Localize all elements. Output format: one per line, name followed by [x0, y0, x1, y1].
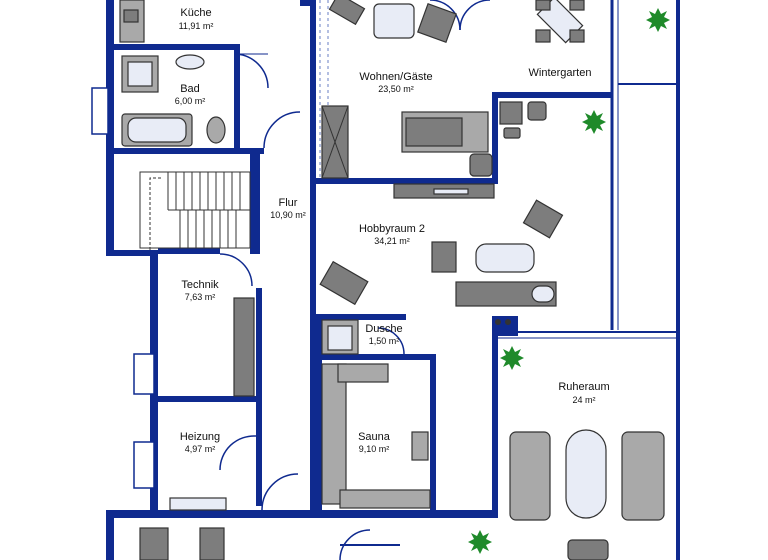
room-labels: Küche 11,91 m² Bad 6,00 m² Wohnen/Gäste …: [175, 7, 610, 454]
room-area-technik: 7,63 m²: [185, 292, 216, 302]
room-name-ruheraum: Ruheraum: [558, 381, 609, 393]
room-name-kueche: Küche: [180, 7, 211, 19]
room-name-flur: Flur: [279, 197, 298, 209]
doors: [219, 0, 491, 560]
room-name-hobbyraum: Hobbyraum 2: [359, 223, 425, 235]
room-name-bad: Bad: [180, 83, 200, 95]
room-area-flur: 10,90 m²: [270, 210, 306, 220]
room-name-sauna: Sauna: [358, 431, 391, 443]
room-area-wohnen: 23,50 m²: [378, 84, 414, 94]
plants: [468, 8, 670, 554]
room-name-wintergarten: Wintergarten: [529, 67, 592, 79]
furniture: [119, 0, 665, 560]
room-name-wohnen: Wohnen/Gäste: [359, 71, 432, 83]
room-area-sauna: 9,10 m²: [359, 444, 390, 454]
room-area-dusche: 1,50 m²: [369, 336, 400, 346]
walls: [91, 0, 680, 560]
room-area-ruheraum: 24 m²: [572, 395, 595, 405]
room-name-dusche: Dusche: [365, 323, 402, 335]
room-area-hobbyraum: 34,21 m²: [374, 236, 410, 246]
staircase: [139, 171, 251, 250]
room-name-technik: Technik: [181, 279, 219, 291]
room-area-bad: 6,00 m²: [175, 96, 206, 106]
room-area-heizung: 4,97 m²: [185, 444, 216, 454]
room-name-heizung: Heizung: [180, 431, 220, 443]
room-area-kueche: 11,91 m²: [179, 21, 214, 31]
